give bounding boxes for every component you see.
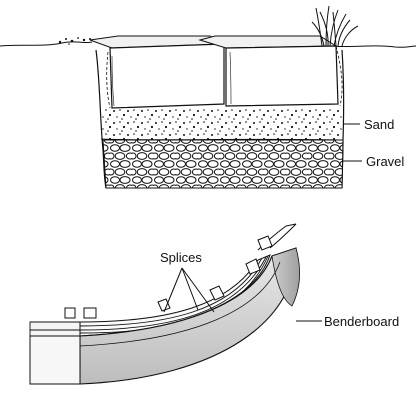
gravel-label: Gravel bbox=[366, 154, 404, 169]
grass-tuft bbox=[311, 5, 359, 47]
paver-right bbox=[198, 35, 343, 107]
sand-layer bbox=[100, 108, 343, 140]
gravel-layer bbox=[102, 139, 344, 189]
trench-wall-left bbox=[95, 49, 107, 189]
straight-board-front bbox=[29, 335, 81, 385]
sand-gravel-boundary bbox=[100, 138, 344, 141]
splice-pointers bbox=[163, 267, 215, 313]
paver-left bbox=[89, 35, 226, 109]
ground-line-left bbox=[0, 41, 93, 47]
ground-line-right bbox=[329, 45, 416, 48]
soil-crumbs bbox=[58, 37, 91, 45]
benderboard-label: Benderboard bbox=[324, 314, 399, 329]
paving-cross-section: Sand Gravel bbox=[0, 5, 416, 189]
splices-label: Splices bbox=[160, 250, 202, 265]
sand-label: Sand bbox=[364, 117, 394, 132]
benderboard-illustration: Splices Benderboard bbox=[29, 223, 399, 385]
stakes bbox=[64, 235, 273, 319]
